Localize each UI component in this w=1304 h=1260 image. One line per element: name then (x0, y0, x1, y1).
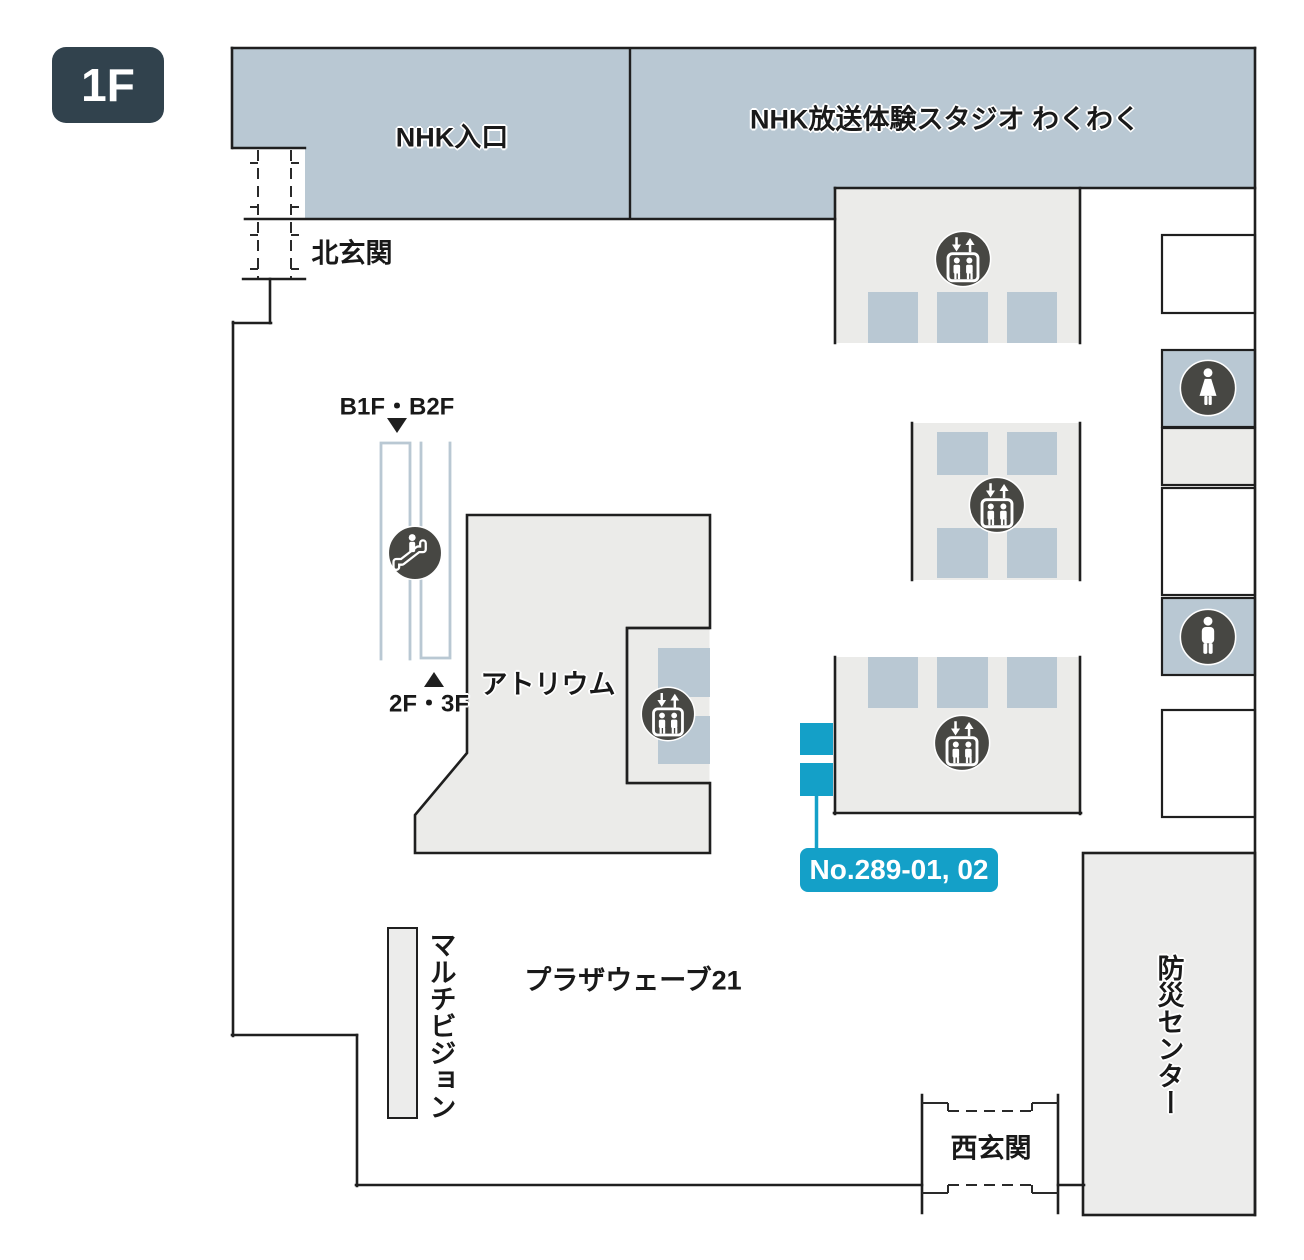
elevator-icon (640, 686, 696, 742)
triangle-up-icon (424, 672, 444, 687)
space-number-label[interactable]: No.289-01, 02 (800, 848, 998, 892)
room (1160, 708, 1257, 819)
alcove-border (625, 626, 710, 785)
area-fills (232, 48, 1257, 1217)
triangle-down-icon (387, 418, 407, 433)
label-north-entrance: 北玄関 (311, 238, 393, 269)
walls (230, 46, 1257, 1217)
west-entrance-doors (922, 1102, 1058, 1194)
floor-badge: 1F (52, 47, 164, 123)
label-nhk-entrance: NHK入口 (395, 122, 509, 153)
elevator-icon (968, 476, 1026, 534)
label-disaster-center: 防災センター (1153, 954, 1184, 1116)
label-atrium: アトリウム (480, 669, 616, 700)
room (1160, 426, 1257, 487)
multivision-area (387, 927, 418, 1119)
room (1160, 486, 1257, 597)
escalator-direction-arrows (387, 418, 444, 687)
restroom-male-icon (1179, 608, 1237, 666)
label-plaza-wave: プラザウェーブ21 (524, 965, 742, 996)
room (1160, 233, 1257, 315)
label-west-entrance: 西玄関 (950, 1133, 1032, 1164)
disaster-center-area (1081, 851, 1257, 1217)
space-289-02 (800, 763, 833, 796)
label-escalator-down: B1F・B2F (339, 393, 455, 421)
space-289-01 (800, 723, 833, 755)
restroom-female-icon (1179, 359, 1237, 417)
label-escalator-up: 2F・3F (388, 690, 470, 718)
elevator-icon (933, 714, 991, 772)
label-studio: NHK放送体験スタジオ わくわく (750, 104, 1140, 135)
elevator-cars (868, 292, 1057, 708)
label-multivision: マルチビジョン (425, 931, 456, 1120)
escalator-icon (388, 526, 441, 579)
studio-area (630, 48, 1255, 219)
space-marker (800, 723, 833, 852)
nhk-entrance-area (232, 48, 630, 219)
elevator-icon (934, 230, 992, 288)
north-entrance-doors (250, 150, 299, 278)
